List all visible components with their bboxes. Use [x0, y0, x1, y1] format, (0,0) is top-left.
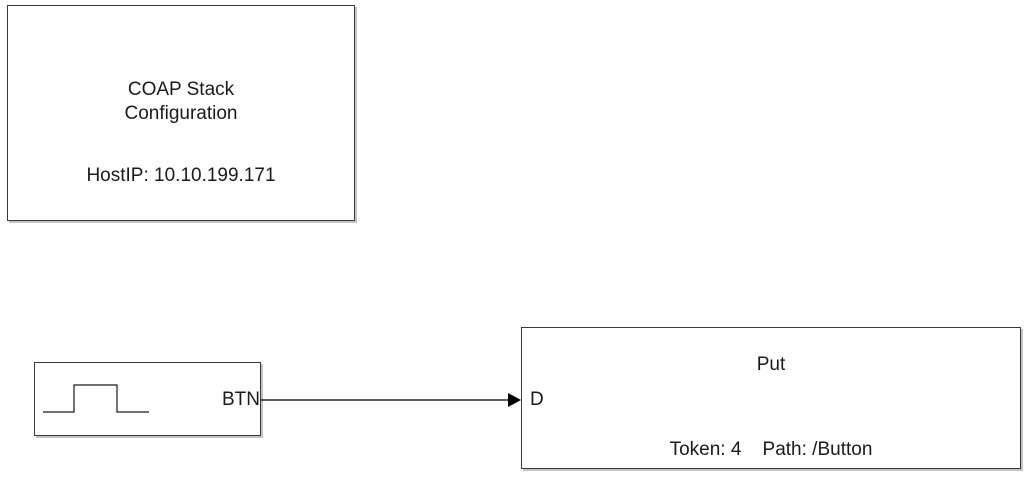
coap-block-host-ip: HostIP: 10.10.199.171: [86, 165, 276, 186]
put-block[interactable]: Put D Token: 4 Path: /Button: [521, 327, 1021, 469]
pulse-generator-icon: [43, 384, 149, 413]
coap-block-title: COAP Stack Configuration: [124, 79, 238, 124]
btn-output-port-label: BTN: [222, 389, 260, 410]
signal-arrowhead-icon: [508, 393, 521, 407]
put-block-title: Put: [756, 354, 786, 375]
put-block-params: Token: 4 Path: /Button: [669, 439, 873, 460]
coap-stack-configuration-block[interactable]: COAP Stack Configuration HostIP: 10.10.1…: [7, 5, 355, 221]
put-input-port-label: D: [530, 389, 544, 410]
btn-source-block[interactable]: BTN: [34, 362, 261, 436]
